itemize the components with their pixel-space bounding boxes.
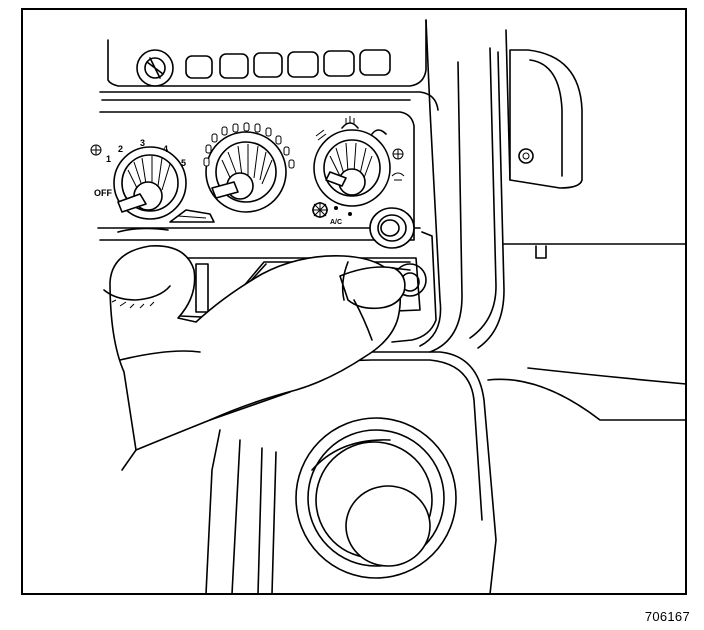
- lighter-socket: [369, 207, 427, 297]
- defrost-icon: [341, 116, 359, 129]
- fan-label-4: 4: [163, 144, 168, 154]
- ac-button: [312, 202, 352, 218]
- fan-speed-knob: [113, 146, 187, 220]
- vent-face-icon: [315, 129, 327, 141]
- figure-number: 706167: [644, 609, 690, 624]
- fan-label-5: 5: [181, 158, 186, 168]
- fan-label-off: OFF: [94, 188, 112, 198]
- ac-label: A/C: [330, 219, 342, 226]
- switch-button-row: [185, 49, 391, 79]
- hvac-control-panel: OFF 1 2 3 4 5: [90, 111, 421, 241]
- floor-vent-icon: [371, 129, 387, 135]
- recirc-fan-icon: [392, 148, 404, 160]
- technician-hand: [103, 245, 411, 471]
- top-left-knob: [136, 49, 174, 87]
- fan-label-1: 1: [106, 154, 111, 164]
- floor-defrost-icon: [391, 172, 405, 181]
- gear-shift-knob: [295, 417, 457, 579]
- illustration-border: [21, 8, 687, 595]
- dashboard-upper: [99, 19, 439, 111]
- fan-label-2: 2: [118, 144, 123, 154]
- temperature-knob: [203, 122, 295, 213]
- fan-label-3: 3: [140, 138, 145, 148]
- rear-defrost-button: [169, 209, 215, 223]
- mode-knob: [313, 129, 391, 207]
- fan-symbol-icon: [90, 144, 102, 156]
- side-trim-panel: [419, 19, 687, 353]
